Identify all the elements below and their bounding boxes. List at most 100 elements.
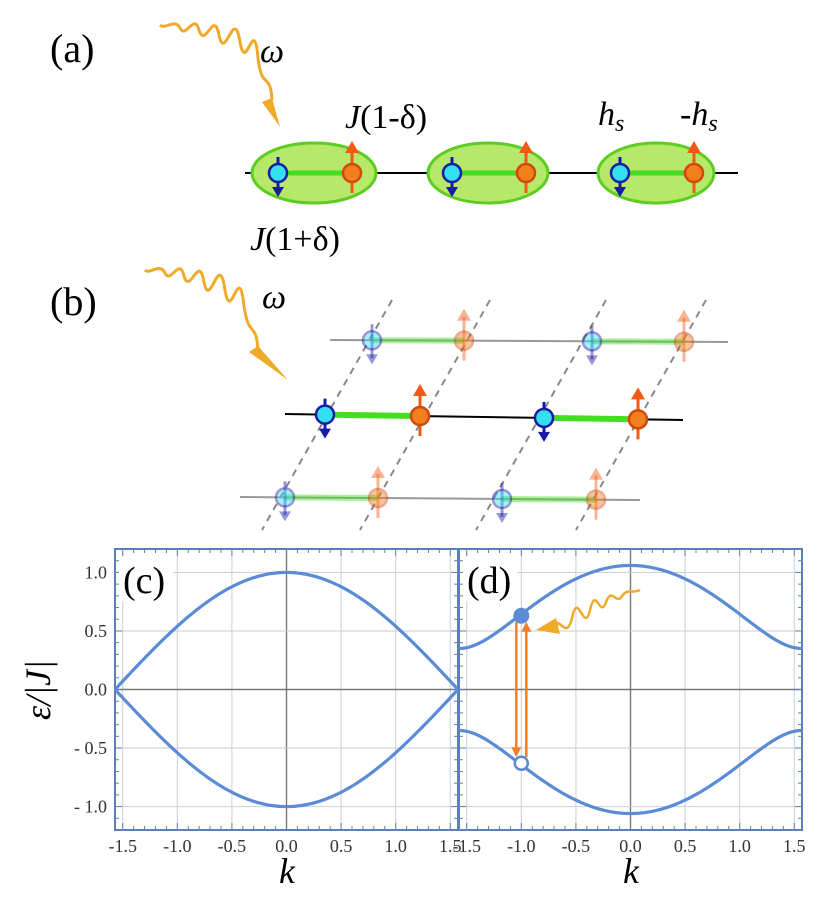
site-up: [409, 405, 431, 427]
site-up: [341, 162, 363, 184]
x-tick-label: 1.0: [384, 836, 407, 856]
dimer: [250, 141, 378, 205]
hopping-strong-label: J(1+δ): [250, 221, 340, 258]
field-pos-label: hs: [598, 96, 624, 137]
chain-line: [329, 339, 729, 343]
site-down: [581, 331, 603, 352]
middle-chain: [284, 384, 684, 442]
y-tick-label: - 0.5: [74, 738, 107, 758]
empty-state-marker: [513, 755, 530, 772]
spin-down-arrowhead-icon: [614, 187, 626, 197]
photon-wave-icon: [158, 22, 274, 101]
panel-label-b: (b): [50, 279, 97, 324]
strong-bond: [324, 411, 421, 420]
spin-up-arrowhead-icon: [687, 141, 701, 153]
dimer-row: [250, 141, 716, 205]
site-down: [491, 488, 513, 510]
upper-chain: [329, 308, 729, 366]
x-tick-label: 1.5: [439, 836, 462, 856]
site-up: [673, 331, 695, 353]
y-tick-label: 0.5: [85, 621, 108, 641]
photon-arrow-icon: [536, 618, 560, 634]
panel-label: (c): [123, 560, 165, 602]
panel-label-bg: [119, 557, 173, 601]
site-up: [515, 162, 537, 184]
site-down: [361, 329, 383, 351]
site-down: [314, 404, 336, 425]
photon-wave-icon: [143, 267, 260, 351]
x-tick-label: -0.5: [218, 836, 247, 856]
site-down: [609, 162, 631, 184]
upper-band-line: [113, 570, 460, 691]
spin-up-arrowhead-icon: [371, 466, 385, 479]
x-axis-title-d: k: [623, 851, 640, 891]
panel-d: -1.5 -1.0 -0.5 0.0 0.5 1.0 1.5 (d): [452, 548, 806, 856]
spin-down-arrowhead-icon: [272, 187, 284, 197]
field-neg-label: -hs: [680, 96, 718, 137]
dimer: [596, 141, 716, 205]
chain-line: [239, 496, 641, 501]
site-down: [441, 162, 463, 184]
photon-arrow-icon: [249, 346, 288, 380]
hopping-weak-label: J(1-δ): [345, 99, 427, 136]
spin-down-arrowhead-icon: [319, 428, 331, 439]
x-tick-label: -1.5: [452, 836, 481, 856]
x-tick-label: -0.5: [562, 836, 591, 856]
spin-down-arrowhead-icon: [538, 431, 550, 442]
spin-down-arrowhead-icon: [279, 511, 291, 522]
x-tick-label: 0.0: [275, 836, 298, 856]
spin-up-arrowhead-icon: [589, 467, 603, 480]
x-tick-label: 0.5: [330, 836, 353, 856]
up-arrowhead-icon: [521, 621, 532, 632]
photon-arrow-icon: [262, 98, 280, 127]
panel-a: (a) ω J(1-δ) J(1+δ) hs -hs: [50, 22, 738, 258]
site-down: [274, 487, 296, 508]
x-tick-label: 1.0: [728, 836, 751, 856]
site-up: [367, 487, 389, 509]
lower-chain: [239, 466, 641, 523]
spin-up-arrowhead-icon: [519, 141, 533, 153]
x-tick-label: 0.0: [619, 836, 642, 856]
spin-up-arrowhead-icon: [631, 387, 645, 400]
filled-state-marker: [513, 607, 530, 624]
strong-bond: [284, 494, 379, 502]
x-tick-label: 0.5: [674, 836, 697, 856]
y-tick-label: 0.0: [85, 680, 108, 700]
strong-bond: [501, 495, 597, 503]
dimer: [426, 141, 550, 205]
down-arrowhead-icon: [511, 747, 522, 758]
strong-bond: [543, 414, 639, 423]
site-up: [453, 330, 475, 351]
x-tick-label: -1.5: [108, 836, 137, 856]
band-plots: ε/|J| k k -1.5 -1.0 -0.5 0.0 0.5 1.0 1.5 1.0 0.5…: [18, 548, 806, 891]
spin-up-arrowhead-icon: [413, 384, 427, 397]
x-tick-label: -1.0: [163, 836, 192, 856]
spin-up-arrowhead-icon: [457, 308, 471, 321]
panel-b: (b) ω: [50, 267, 729, 531]
y-axis-title: ε/|J|: [18, 660, 58, 720]
panel-label-a: (a): [50, 26, 94, 71]
spin-down-arrowhead-icon: [586, 355, 598, 366]
omega-symbol: ω: [260, 33, 284, 70]
spin-down-arrowhead-icon: [366, 354, 378, 365]
site-up: [585, 489, 607, 510]
photon-wave-icon: [550, 588, 641, 630]
lower-band-line: [113, 688, 460, 809]
site-down: [533, 407, 555, 429]
site-up: [683, 162, 705, 184]
x-axis-title-c: k: [279, 851, 296, 891]
site-down: [267, 162, 289, 184]
panel-label: (d): [467, 560, 511, 602]
panel-label-bg: [463, 557, 517, 601]
x-tick-label: -1.0: [507, 836, 536, 856]
spin-up-arrowhead-icon: [677, 309, 691, 322]
omega-symbol: ω: [262, 279, 286, 316]
spin-down-arrowhead-icon: [496, 512, 508, 523]
site-up: [627, 409, 649, 430]
spin-up-arrowhead-icon: [345, 141, 359, 153]
ladder-lattice: [239, 299, 729, 531]
x-tick-label: 1.5: [783, 836, 806, 856]
spin-down-arrowhead-icon: [446, 187, 458, 197]
